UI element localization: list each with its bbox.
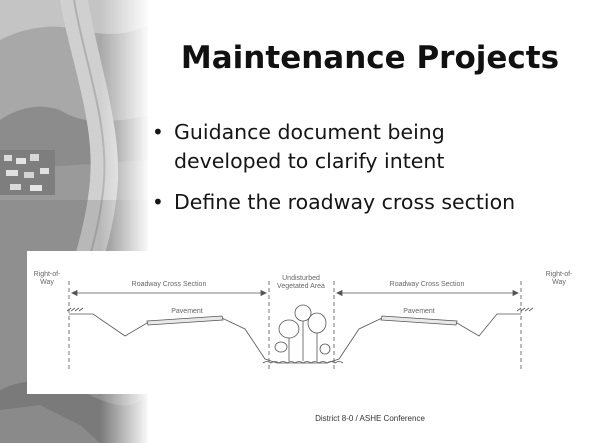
right-of-way-left-label: Right-of- Way bbox=[29, 271, 65, 287]
right-of-way-right-line1: Right-of- bbox=[545, 271, 573, 278]
roadway-cross-section-left-label: Roadway Cross Section bbox=[131, 281, 207, 288]
bullet-item: • Guidance document being developed to c… bbox=[148, 118, 592, 176]
bullet-symbol: • bbox=[152, 120, 164, 144]
slide-title: Maintenance Projects bbox=[180, 40, 560, 76]
right-of-way-left-line1: Right-of- bbox=[33, 271, 61, 278]
undisturbed-line2: Vegetated Area bbox=[277, 283, 325, 290]
bullet-symbol: • bbox=[152, 190, 164, 214]
bullet-line: developed to clarify intent bbox=[174, 149, 445, 173]
roadway-cross-section-right-label: Roadway Cross Section bbox=[389, 281, 465, 288]
cross-section-drawing bbox=[66, 281, 534, 369]
pavement-left-label: Pavement bbox=[171, 308, 203, 315]
right-of-way-right-label: Right-of- Way bbox=[539, 271, 579, 287]
cross-section-diagram: Right-of- Way Right-of- Way Roadway Cros… bbox=[27, 251, 592, 394]
bullet-line: Guidance document being bbox=[174, 120, 445, 144]
undisturbed-line1: Undisturbed bbox=[282, 275, 320, 282]
right-of-way-left-line2: Way bbox=[40, 279, 54, 286]
bullet-list: • Guidance document being developed to c… bbox=[148, 118, 592, 229]
bullet-item: • Define the roadway cross section bbox=[148, 188, 592, 217]
right-of-way-right-line2: Way bbox=[552, 279, 566, 286]
undisturbed-vegetated-area-label: Undisturbed Vegetated Area bbox=[265, 275, 337, 291]
pavement-right-label: Pavement bbox=[403, 308, 435, 315]
bullet-line: Define the roadway cross section bbox=[174, 190, 516, 214]
slide-footer: District 8-0 / ASHE Conference bbox=[315, 414, 425, 423]
